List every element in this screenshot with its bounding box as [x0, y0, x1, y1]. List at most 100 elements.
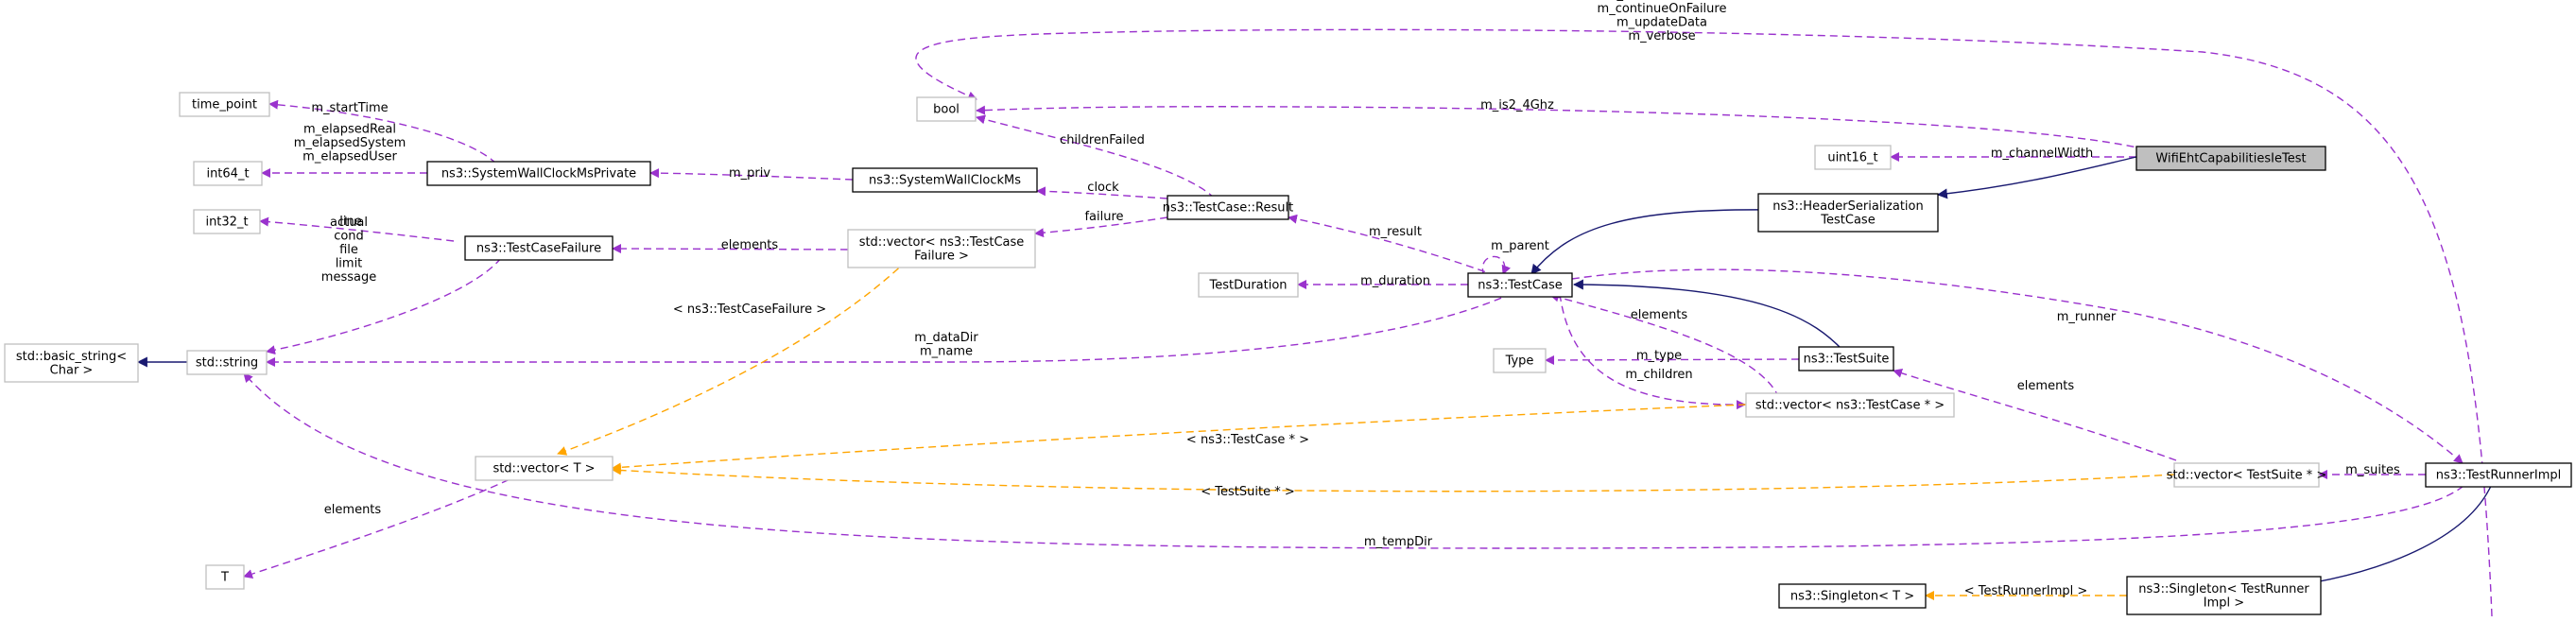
- label-line: time_point: [192, 97, 257, 112]
- label-children: m_children: [1625, 368, 1692, 382]
- node-vec-testcase[interactable]: std::vector< ns3::TestCase * >: [1745, 392, 1955, 418]
- node-time-point[interactable]: time_point: [179, 92, 270, 117]
- label-line: ns3::TestCase::Result: [1163, 200, 1293, 215]
- label-line: line: [339, 215, 361, 229]
- node-int64[interactable]: int64_t: [193, 161, 263, 186]
- node-string-label: std::string: [196, 355, 258, 370]
- label-line: std::string: [196, 355, 258, 370]
- node-int32[interactable]: int32_t: [193, 209, 261, 234]
- edge-testsuite-to-type: [1545, 354, 1800, 365]
- node-vec-suite[interactable]: std::vector< TestSuite * >: [2167, 462, 2327, 488]
- node-runner-label: ns3::TestRunnerImpl: [2436, 468, 2562, 482]
- label-start-time: m_startTime: [311, 101, 388, 115]
- label-line: m_startTime: [311, 101, 388, 115]
- node-runner[interactable]: ns3::TestRunnerImpl: [2425, 462, 2572, 488]
- node-result-label: ns3::TestCase::Result: [1163, 200, 1293, 215]
- label-line: m_tempDir: [1364, 535, 1433, 549]
- edge-runner-to-bool: [915, 28, 2493, 617]
- node-singleton-t[interactable]: ns3::Singleton< T >: [1778, 583, 1927, 609]
- label-line: ns3::HeaderSerialization: [1772, 199, 1923, 213]
- label-elements-failure: elements: [721, 238, 779, 252]
- node-basic-string[interactable]: std::basic_string<Char >: [4, 343, 139, 383]
- edge-testcase-to-runner: [1571, 268, 2464, 464]
- node-clockms[interactable]: ns3::SystemWallClockMs: [852, 167, 1038, 193]
- label-line: m_children: [1625, 368, 1692, 382]
- label-line: m_is2_4Ghz: [1480, 98, 1554, 112]
- node-tcfailure-label: ns3::TestCaseFailure: [476, 241, 601, 255]
- node-bool[interactable]: bool: [916, 96, 977, 122]
- node-basic-string-label: std::basic_string<Char >: [16, 349, 127, 377]
- edge-vecsuite-to-testsuite: [1893, 368, 2177, 461]
- node-wifi[interactable]: WifiEhtCapabilitiesIeTest: [2135, 146, 2326, 171]
- label-line: ns3::SystemWallClockMs: [869, 173, 1021, 187]
- node-uint16[interactable]: uint16_t: [1814, 145, 1892, 170]
- node-testcase[interactable]: ns3::TestCase: [1467, 272, 1573, 298]
- label-clock: clock: [1087, 181, 1119, 195]
- nodes: bool time_point int64_t int32_t std::bas…: [4, 92, 2572, 615]
- label-line: clock: [1087, 181, 1119, 195]
- node-duration-label: TestDuration: [1208, 278, 1287, 292]
- node-result[interactable]: ns3::TestCase::Result: [1163, 195, 1293, 220]
- label-line: ns3::TestSuite: [1804, 352, 1890, 366]
- label-line: elements: [721, 238, 779, 252]
- label-elements-tc: elements: [1631, 308, 1688, 322]
- node-clockms-label: ns3::SystemWallClockMs: [869, 173, 1021, 187]
- label-line: limit: [336, 256, 363, 270]
- label-line: std::vector< ns3::TestCase * >: [1755, 398, 1945, 412]
- node-vec-testcase-label: std::vector< ns3::TestCase * >: [1755, 398, 1945, 412]
- label-line: m_duration: [1360, 274, 1430, 288]
- label-line: elements: [2017, 379, 2075, 393]
- label-line: m_suites: [2345, 463, 2400, 477]
- node-T[interactable]: T: [205, 564, 245, 590]
- label-line: failure: [1084, 210, 1123, 224]
- edge-tcfailure-to-string: [266, 257, 502, 355]
- label-line: cond: [334, 229, 364, 243]
- label-line: std::basic_string<: [16, 349, 127, 363]
- label-line: TestCase: [1820, 213, 1875, 227]
- label-line: std::vector< ns3::TestCase: [859, 234, 1025, 249]
- label-line: Type: [1505, 354, 1534, 368]
- label-line: ns3::Singleton< T >: [1790, 589, 1914, 603]
- edge-result-to-bool: [976, 114, 1216, 199]
- node-T-label: T: [220, 570, 229, 584]
- node-duration[interactable]: TestDuration: [1198, 272, 1299, 298]
- label-duration: m_duration: [1360, 274, 1430, 288]
- node-tcfailure[interactable]: ns3::TestCaseFailure: [464, 235, 614, 261]
- edge-clockpriv-to-timepoint: [268, 99, 497, 164]
- edges: [136, 28, 2493, 617]
- node-bool-label: bool: [933, 102, 960, 116]
- node-clockpriv[interactable]: ns3::SystemWallClockMsPrivate: [426, 161, 651, 186]
- label-line: uint16_t: [1827, 150, 1877, 164]
- node-vec-t-label: std::vector< T >: [493, 461, 595, 475]
- label-line: m_result: [1369, 225, 1422, 239]
- label-line: ns3::TestRunnerImpl: [2436, 468, 2562, 482]
- edge-testcase-parent-loop: [1481, 255, 1511, 277]
- edge-hdrser-to-testcase: [1530, 209, 1776, 275]
- node-testsuite[interactable]: ns3::TestSuite: [1798, 346, 1894, 371]
- node-string[interactable]: std::string: [186, 350, 268, 375]
- label-line: int64_t: [206, 166, 249, 181]
- label-line: < TestSuite * >: [1201, 485, 1294, 499]
- edge-singletonrunner-to-runner: [2276, 483, 2493, 593]
- label-line: Char >: [50, 363, 94, 377]
- node-type[interactable]: Type: [1493, 348, 1547, 373]
- edge-wifi-to-hdrser: [1936, 156, 2137, 199]
- label-line: m_parent: [1491, 239, 1549, 253]
- label-line: m_elapsedSystem: [294, 136, 406, 150]
- node-wifi-label: WifiEhtCapabilitiesIeTest: [2155, 151, 2306, 165]
- edge-testcase-to-result: [1288, 214, 1497, 277]
- label-line: m_name: [920, 344, 973, 358]
- label-runner-template: < TestRunnerImpl >: [1964, 584, 2088, 598]
- node-vec-t[interactable]: std::vector< T >: [475, 456, 614, 481]
- label-line: m_elapsedUser: [303, 149, 397, 164]
- label-suite-ptr-template: < TestSuite * >: [1201, 485, 1294, 499]
